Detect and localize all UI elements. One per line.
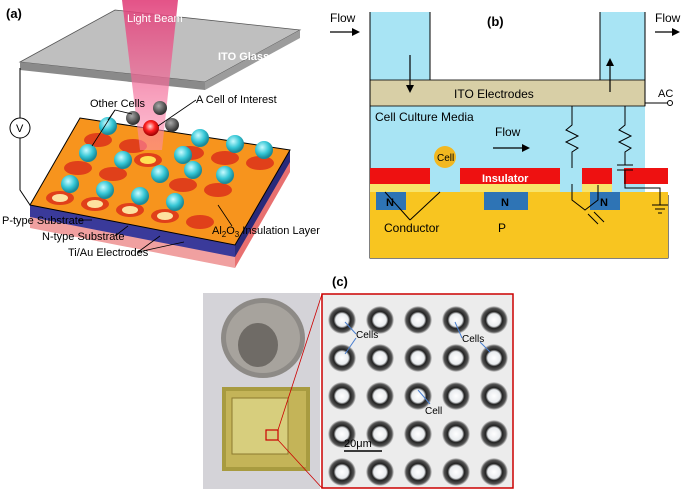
ito-electrodes [369, 79, 646, 107]
chip-side-right-top [235, 150, 290, 257]
insulator-label: Insulator [482, 173, 529, 185]
p-label: P [498, 221, 506, 235]
insulation-label: Al2O3 Insulation Layer [212, 225, 320, 239]
media-label: Cell Culture Media [375, 110, 474, 124]
p-substrate-label: P-type Substrate [2, 215, 84, 227]
voltmeter [9, 117, 31, 139]
voltmeter-label: V [16, 123, 24, 135]
n-label-1: N [386, 197, 394, 209]
cell-label: Cell [437, 153, 454, 164]
cell-of-interest [143, 120, 159, 136]
ac-label: AC [658, 88, 673, 100]
light-beam-label: Light Beam [127, 13, 183, 25]
panel-c-label: (c) [332, 274, 348, 289]
n-substrate-label: N-type Substrate [42, 231, 125, 243]
n-label-2: N [501, 197, 509, 209]
ito-electrodes-label: ITO Electrodes [454, 87, 534, 101]
panel-c: (c) Cells Cells Cell 20 [203, 274, 514, 489]
electrodes-label: Ti/Au Electrodes [68, 247, 149, 259]
flow-in-label: Flow [330, 11, 356, 25]
panel-a-label: (a) [6, 6, 22, 21]
panel-b: (b) ITO Electrodes N N N Insulator Cell … [330, 11, 681, 259]
conductor-label: Conductor [384, 221, 439, 235]
chip-side-right [235, 160, 290, 268]
other-cells [61, 101, 273, 211]
flow-mid-label: Flow [495, 125, 521, 139]
n-label-3: N [600, 197, 608, 209]
scale-label: 20μm [344, 438, 372, 450]
panel-a: (a) ITO Glass [2, 0, 320, 268]
ti-au-layer [30, 215, 235, 268]
flow-out-label: Flow [655, 11, 681, 25]
n-type-layer [30, 205, 235, 257]
n-well-1 [376, 192, 406, 210]
cell-circle [434, 146, 456, 168]
cell-of-interest-label: A Cell of Interest [196, 94, 277, 106]
cell-label-c: Cell [425, 406, 442, 417]
well-array [46, 133, 274, 229]
well-grid [328, 306, 508, 486]
n-well-2 [484, 192, 528, 210]
panel-b-label: (b) [487, 14, 504, 29]
zoom-box [265, 429, 279, 441]
cells-label-1: Cells [356, 330, 378, 341]
cells-label-2: Cells [462, 334, 484, 345]
other-cells-label: Other Cells [90, 98, 146, 110]
ito-glass-label: ITO Glass [218, 51, 269, 63]
